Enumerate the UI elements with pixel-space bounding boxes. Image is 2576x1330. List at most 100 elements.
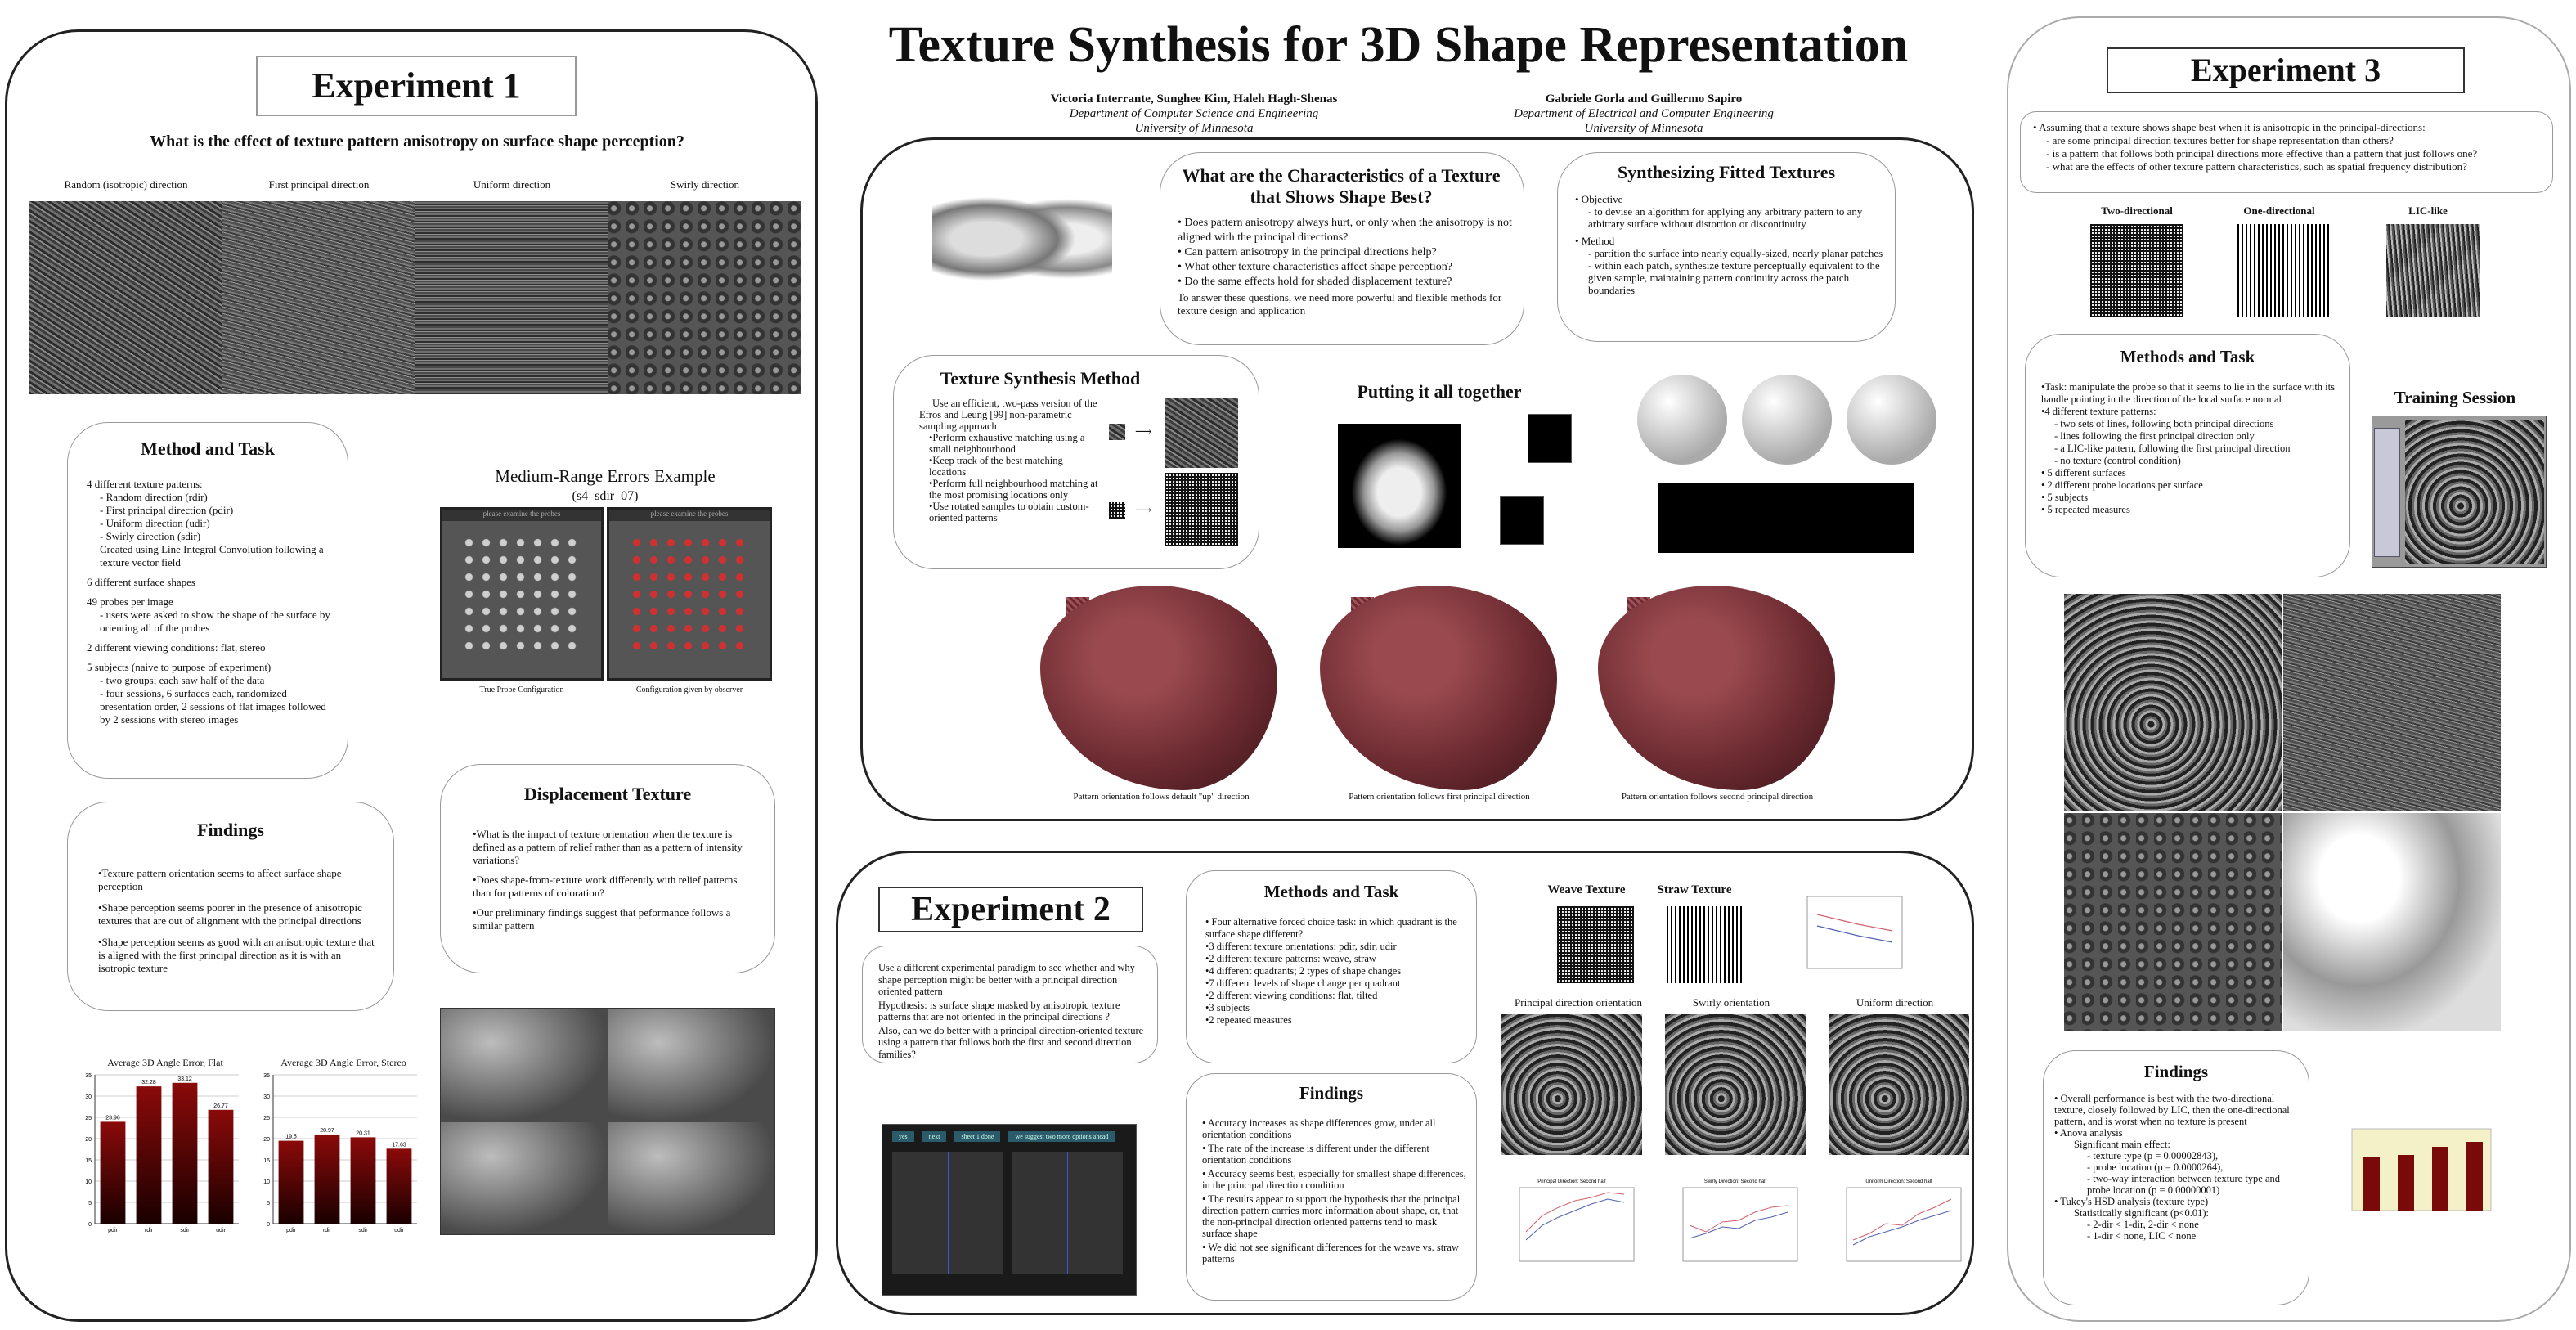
displacement-item: •What is the impact of texture orientati… (473, 828, 743, 866)
fitted-title: Synthesizing Fitted Textures (1617, 162, 1836, 182)
exp2-finding: • Accuracy increases as shape difference… (1202, 1117, 1436, 1140)
orient-label-swirly: Swirly orientation (1692, 996, 1770, 1009)
bunny-image (1338, 424, 1461, 548)
authors-right: Gabriele Gorla and Guillermo Sapiro Depa… (1464, 92, 1824, 136)
exp1-method-item: - Random direction (rdir) (100, 491, 208, 503)
exp2-finding: • We did not see significant differences… (1202, 1242, 1459, 1265)
x-tick-label: sdir (180, 1228, 190, 1233)
exp2-findings-title: Findings (1299, 1083, 1364, 1103)
patch-image-2 (1500, 496, 1544, 545)
x-tick-label: udir (394, 1228, 404, 1233)
synthesis-item: •Perform full neighbourhood matching at … (929, 478, 1098, 501)
plot-series (1689, 1205, 1788, 1233)
blob-caption-1: Pattern orientation follows default "up"… (1073, 792, 1250, 802)
synthesis-item: •Perform exhaustive matching using a sma… (929, 432, 1085, 455)
displacement-item: •Does shape-from-texture work differentl… (473, 874, 738, 899)
exp1-method-item: Created using Line Integral Convolution … (100, 543, 324, 568)
probe-grid (460, 534, 583, 657)
y-tick-label: 20 (263, 1137, 270, 1143)
exp3-finding: • Overall performance is best with the t… (2054, 1093, 2290, 1127)
swatch-label-lic: LIC-like (2408, 204, 2448, 217)
chart-stereo-title: Average 3D Angle Error, Stereo (280, 1057, 406, 1068)
screen-quadrants (882, 1148, 1136, 1278)
bar (172, 1082, 198, 1224)
x-tick-label: pdir (108, 1228, 118, 1233)
exp1-method-item: - four sessions, 6 surfaces each, random… (100, 687, 326, 726)
exp3-finding: Statistically significant (p<0.01): (2074, 1207, 2210, 1219)
exp2-summary-plot (1806, 896, 1903, 969)
blob-caption-3: Pattern orientation follows second princ… (1621, 792, 1814, 802)
exp3-method-list: •Task: manipulate the probe so that it s… (2041, 381, 2336, 516)
exp1-method-item: - Uniform direction (udir) (100, 517, 210, 529)
plot-series (1852, 1198, 1952, 1241)
orient-label-uniform: Uniform direction (1856, 996, 1934, 1009)
y-tick-label: 10 (85, 1179, 92, 1185)
sheet-done-button[interactable]: sheet 1 done (954, 1131, 1001, 1142)
sphere-image-1 (1637, 375, 1727, 465)
plot-series (1525, 1198, 1625, 1241)
exp2-method-title: Methods and Task (1263, 882, 1399, 901)
accuracy-plot-principal: Principal Direction: Second half (1519, 1179, 1635, 1262)
exp3-method-title: Methods and Task (2120, 347, 2255, 366)
bar-value-label: 32.28 (141, 1080, 156, 1085)
next-button[interactable]: next (922, 1131, 947, 1142)
straw-label: Straw Texture (1657, 883, 1732, 896)
shape-illustrations (932, 180, 1112, 298)
image-label-random: Random (isotropic) direction (64, 178, 188, 191)
texture-image-uniform (415, 201, 608, 394)
exp2-method-item: • Four alternative forced choice task: i… (1205, 916, 1457, 940)
bar (2363, 1157, 2380, 1211)
exp3-intro-item: - are some principal direction textures … (2046, 134, 2394, 146)
y-tick-label: 0 (267, 1222, 270, 1228)
exp2-finding: • Accuracy seems best, especially for sm… (1202, 1168, 1466, 1191)
exp3-findings-box (2043, 1050, 2309, 1305)
swatch-one-directional (2237, 224, 2331, 317)
training-surface (2405, 420, 2544, 564)
exp1-findings-box (67, 802, 394, 1011)
bar-value-label: 20.97 (320, 1128, 334, 1134)
exp1-finding: •Shape perception seems as good with an … (98, 936, 375, 974)
plot-title-uniform: Uniform Direction: Second half (1865, 1179, 1932, 1184)
yes-button[interactable]: yes (892, 1131, 914, 1142)
exp3-method-box (2025, 334, 2350, 577)
exp3-finding: - 1-dir < none, LIC < none (2087, 1230, 2197, 1242)
orient-image-uniform (1829, 1014, 1969, 1155)
plot-series-2 (1816, 925, 1893, 943)
synthesis-result-2 (1165, 473, 1238, 546)
bar (2466, 1142, 2483, 1211)
plot-frame (1806, 896, 1903, 969)
displacement-title: Displacement Texture (523, 784, 692, 804)
y-tick-label: 25 (85, 1116, 92, 1121)
probe-caption-true: True Probe Configuration (479, 685, 564, 694)
plot-frame (1846, 1187, 1962, 1262)
exp1-method-item: 5 subjects (naive to purpose of experime… (87, 661, 272, 673)
bar-value-label: 19.5 (285, 1135, 297, 1140)
arrow-icon: ⟶ (1135, 426, 1152, 438)
swatch-lic (2386, 224, 2480, 317)
exp2-method-list: • Four alternative forced choice task: i… (1205, 916, 1467, 1027)
probe-image-true: please examine the probes (440, 507, 604, 681)
exp2-method-item: •2 repeated measures (1205, 1014, 1292, 1026)
exp1-method-item: - Swirly direction (sdir) (100, 530, 201, 542)
synthesis-sample-2 (1109, 502, 1125, 519)
fitted-item: - to devise an algorithm for applying an… (1588, 205, 1863, 230)
sphere-image-3 (1847, 375, 1936, 465)
fitted-item: - within each patch, synthesize texture … (1588, 259, 1880, 296)
exp1-method-item: - two groups; each saw half of the data (100, 674, 265, 686)
bar (2398, 1155, 2414, 1211)
x-tick-label: sdir (358, 1228, 368, 1233)
plot-title-swirly: Swirly Direction: Second half (1704, 1179, 1767, 1184)
exp3-bar-chart (2351, 1128, 2492, 1211)
bar (386, 1148, 412, 1224)
fitted-box (1557, 152, 1896, 342)
y-tick-label: 0 (88, 1222, 92, 1228)
exp3-method-item: - two sets of lines, following both prin… (2054, 418, 2274, 429)
synthesis-title: Texture Synthesis Method (940, 368, 1141, 389)
x-tick-label: rdir (145, 1228, 154, 1233)
synthesis-item: •Use rotated samples to obtain custom-or… (929, 501, 1089, 523)
image-label-first: First principal direction (268, 178, 370, 191)
fitted-list: • Objective - to devise an algorithm for… (1575, 193, 1886, 296)
plot-series (1852, 1210, 1952, 1246)
displacement-list: •What is the impact of texture orientati… (473, 828, 751, 932)
authors-left: Victoria Interrante, Sunghee Kim, Haleh … (981, 92, 1407, 136)
